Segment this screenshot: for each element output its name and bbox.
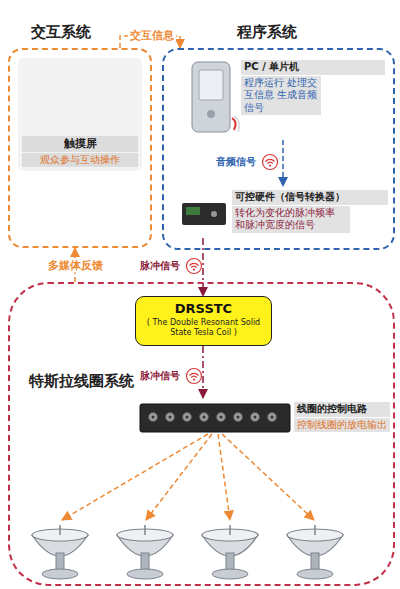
box-body: 程序运行 处理交互信息 生成音频信号: [241, 76, 321, 116]
box-body: ( The Double Resonant Solid State Tesla …: [140, 318, 267, 338]
edge-label: 脉冲信号: [138, 260, 182, 272]
box-heading: 触摸屏: [22, 136, 138, 152]
touchscreen-box: 触摸屏观众参与互动操作: [18, 58, 142, 171]
converter-case: [182, 203, 226, 225]
box-body: 转化为变化的脉冲频率 和脉冲宽度的信号: [232, 206, 350, 233]
rack-case: [140, 404, 290, 432]
system-region: 特斯拉线圈系统 DRSSTC( The Double Resonant Solid…: [8, 282, 395, 586]
pc-box: PC / 单片机程序运行 处理交互信息 生成音频信号: [185, 58, 387, 140]
coil-dish: [202, 525, 258, 579]
output-arrow: [222, 434, 314, 520]
wireless-icon: [263, 155, 278, 170]
box-body: 观众参与互动操作: [22, 153, 138, 168]
wireless-icons: [187, 155, 278, 384]
rack-knobs: [146, 408, 284, 426]
connector: [282, 140, 284, 186]
text-stack: 触摸屏观众参与互动操作: [22, 136, 138, 167]
coil-dish: [32, 525, 88, 579]
connector: [74, 248, 76, 282]
text-stack: 可控硬件（信号转换器）转化为变化的脉冲频率 和脉冲宽度的信号: [232, 190, 388, 233]
region-title: 交互系统: [28, 23, 94, 42]
text-stack: 线圈的控制电路控制线圈的放电输出: [294, 402, 390, 432]
output-arrow: [146, 434, 212, 520]
wireless-icon: [187, 259, 202, 274]
region-title: 特斯拉线圈系统: [26, 372, 137, 391]
converter-device: [182, 203, 226, 225]
wireless-icon: [187, 369, 202, 384]
box-heading: 线圈的控制电路: [294, 402, 390, 417]
output-arrow: [218, 434, 230, 520]
edge-label: 音频信号: [214, 156, 258, 168]
control-circuit-box: 线圈的控制电路控制线圈的放电输出: [138, 398, 392, 438]
text-stack: PC / 单片机程序运行 处理交互信息 生成音频信号: [241, 60, 385, 115]
edge-label: 脉冲信号: [138, 370, 182, 382]
pc-button: [207, 110, 215, 118]
box-heading: 可控硬件（信号转换器）: [232, 190, 388, 205]
drsstc-box: DRSSTC( The Double Resonant Solid State …: [135, 296, 272, 346]
converter-box: 可控硬件（信号转换器）转化为变化的脉冲频率 和脉冲宽度的信号: [178, 186, 390, 238]
output-arrow: [62, 434, 208, 520]
connector: [120, 36, 180, 48]
converter-knob: [211, 211, 217, 217]
system-region: 交互系统触摸屏观众参与互动操作: [8, 48, 152, 248]
region-title: 程序系统: [234, 23, 300, 42]
pc-case: [192, 62, 230, 132]
control-rack: [140, 404, 290, 432]
coil-dish: [287, 525, 343, 579]
text-stack: DRSSTC( The Double Resonant Solid State …: [140, 301, 267, 338]
coil-dishes: [32, 525, 343, 579]
pc-panel: [199, 70, 223, 100]
edge-label: 多媒体反馈: [46, 259, 105, 272]
connector: [202, 238, 204, 296]
fan-arrows: [62, 434, 314, 520]
audio-cable: [232, 118, 236, 130]
system-region: 程序系统PC / 单片机程序运行 处理交互信息 生成音频信号可控硬件（信号转换器…: [162, 48, 395, 250]
pc-tower: [192, 62, 239, 132]
box-heading: DRSSTC: [140, 301, 267, 317]
converter-board: [186, 207, 200, 215]
box-body: 控制线圈的放电输出: [294, 418, 390, 433]
audio-cable: [234, 116, 239, 132]
edge-label: 交互信息: [128, 29, 176, 42]
box-heading: PC / 单片机: [241, 60, 385, 75]
connector: [202, 346, 204, 398]
coil-dish: [117, 525, 173, 579]
